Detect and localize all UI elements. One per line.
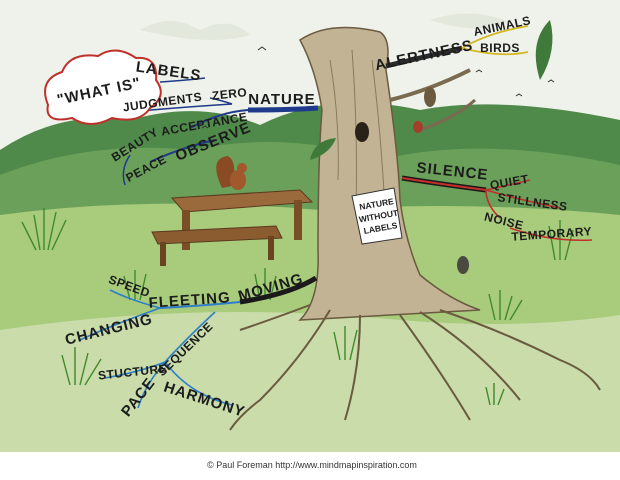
nature-without-labels-sign: NATURE WITHOUT LABELS — [351, 187, 403, 245]
what-is-cloud: "WHAT IS" — [44, 49, 162, 125]
credit-line: © Paul Foreman http://www.mindmapinspira… — [207, 460, 417, 470]
falling-leaves — [310, 20, 553, 160]
node-quiet: QUIET — [489, 172, 530, 193]
footer-strip — [0, 452, 620, 480]
alertness-branch-lines — [385, 25, 529, 69]
owl-illustration — [424, 87, 436, 107]
tree-roots — [229, 304, 601, 431]
node-birds: BIRDS — [480, 41, 520, 55]
node-zero: ZERO — [211, 85, 248, 103]
picnic-table — [151, 189, 314, 266]
bird-on-ground — [457, 256, 469, 274]
silence-branch-lines — [401, 175, 593, 242]
moving-branch-lines — [79, 275, 318, 409]
sky-cloud — [430, 13, 510, 29]
sky-cloud — [140, 21, 250, 40]
node-temporary: TEMPORARY — [511, 224, 593, 244]
robin-illustration — [413, 121, 423, 133]
node-fleeting: FLEETING — [148, 289, 231, 312]
branch-label-nature: NATURE — [248, 91, 315, 108]
foreground-ground — [0, 312, 620, 460]
squirrel-illustration — [216, 156, 247, 190]
flying-birds — [201, 46, 555, 129]
